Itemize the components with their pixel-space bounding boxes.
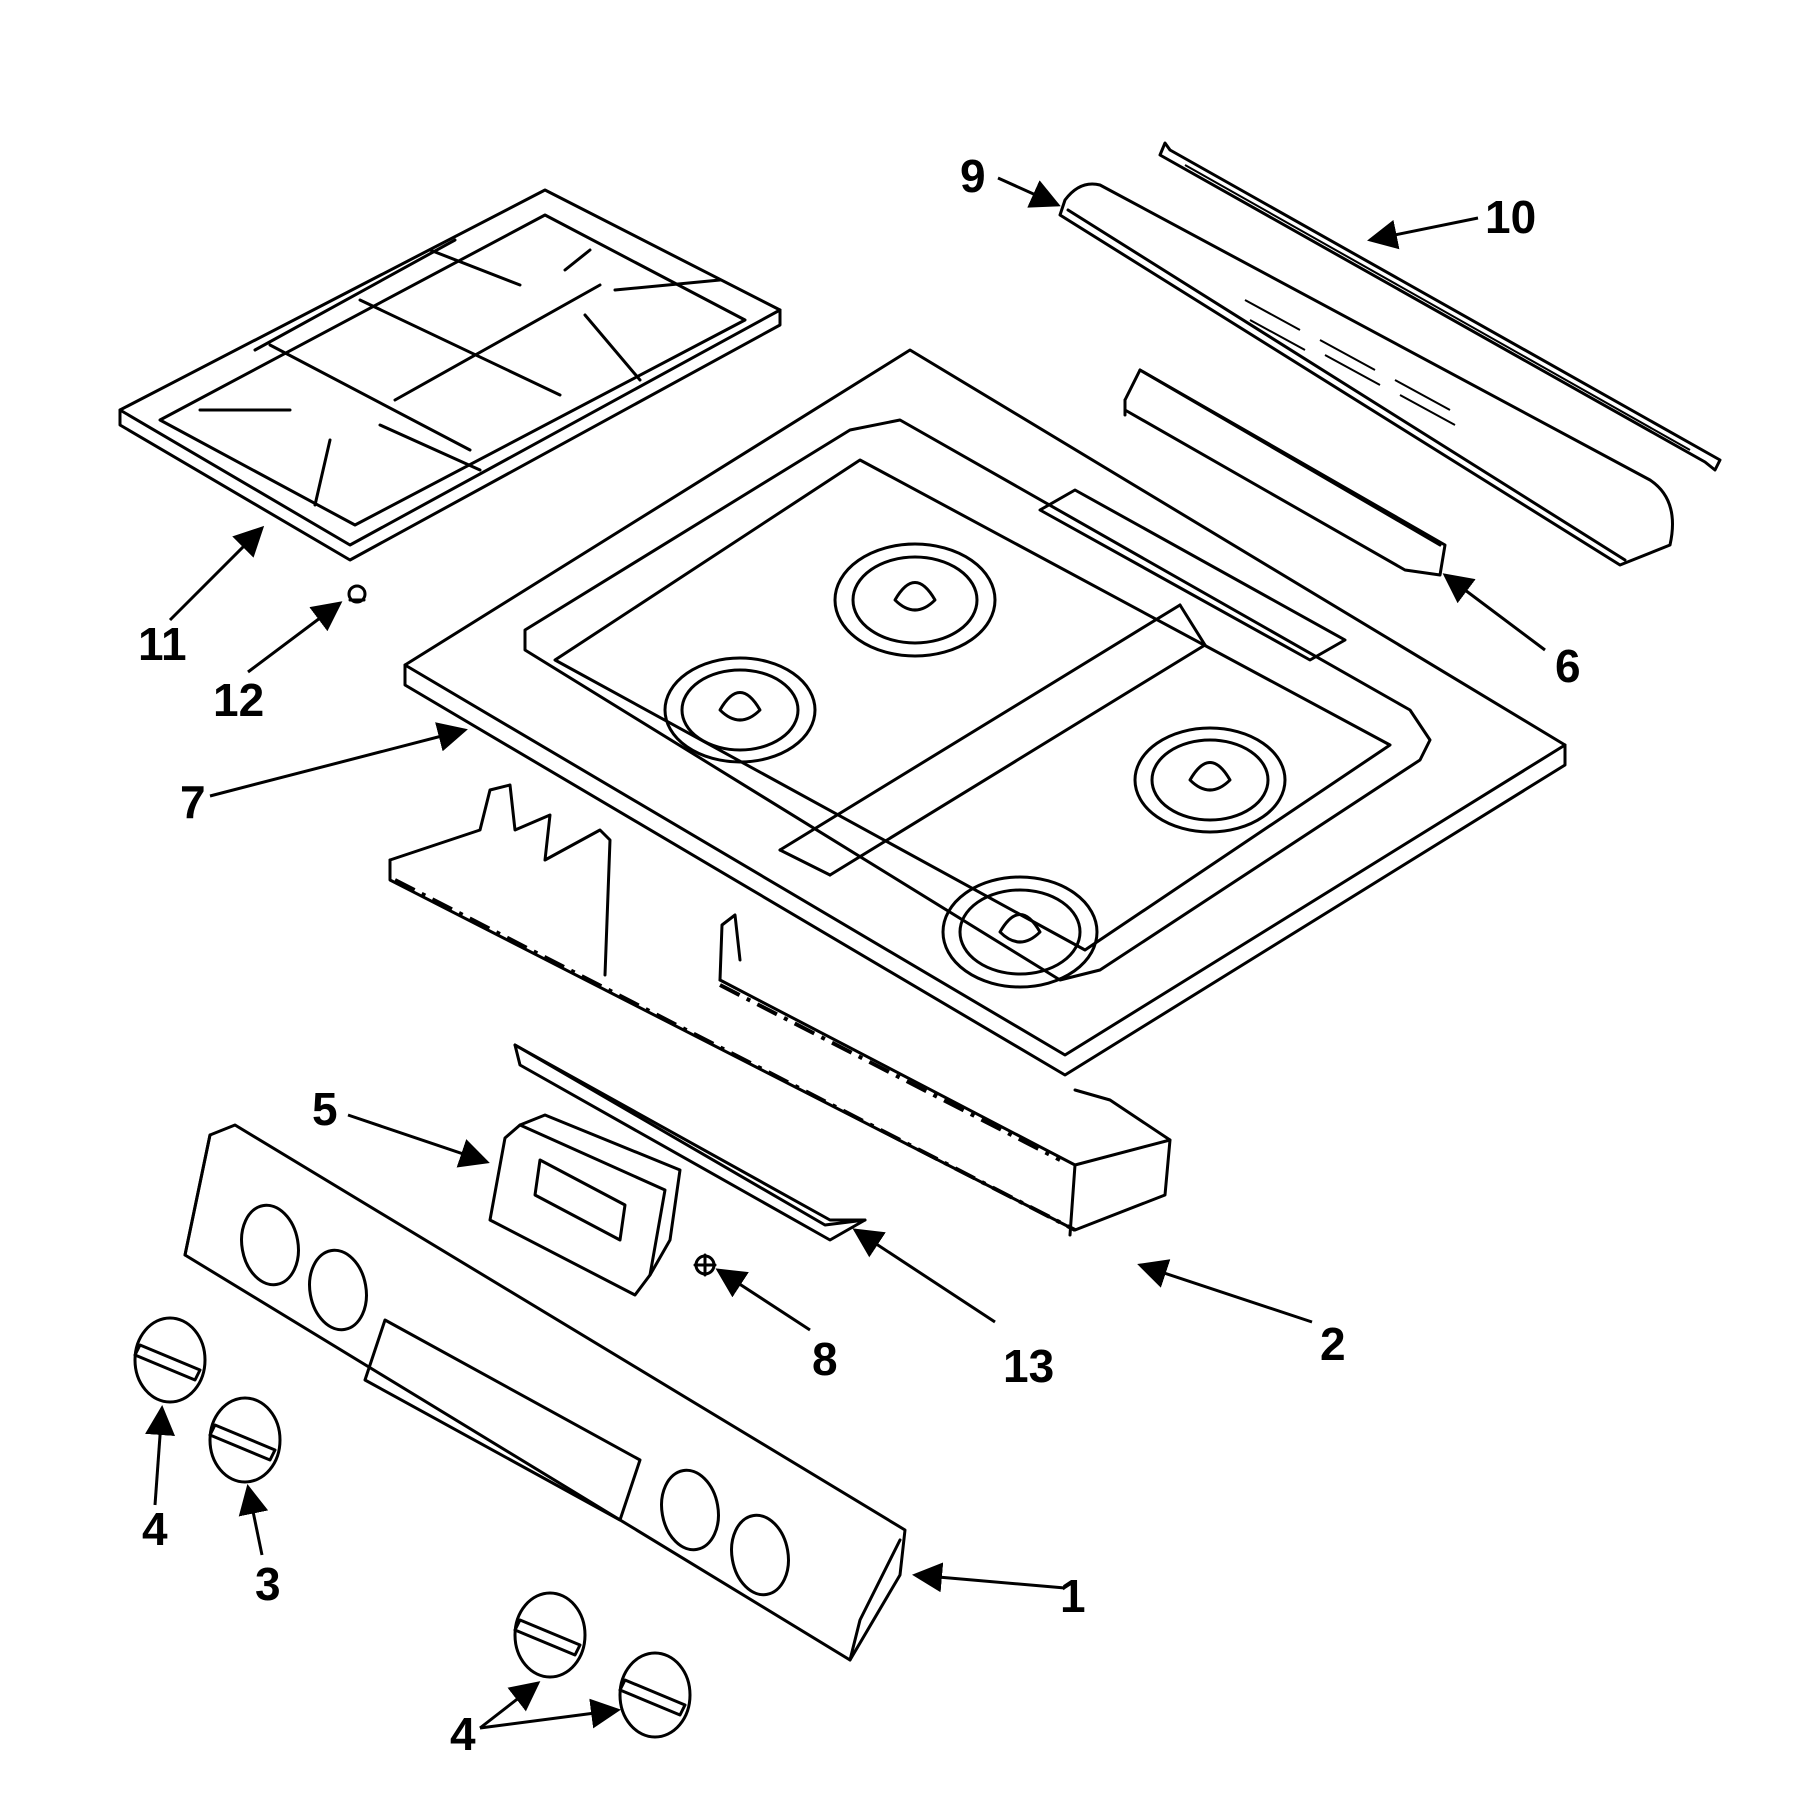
control-panel <box>183 1123 907 1662</box>
heat-shield <box>513 1043 867 1242</box>
leader-2 <box>1137 1259 1313 1324</box>
burner-back-right <box>833 542 997 658</box>
leader-9 <box>997 176 1061 208</box>
callout-12: 12 <box>213 674 264 726</box>
callout-11: 11 <box>138 618 187 670</box>
rear-bracket <box>1123 368 1447 577</box>
leader-13 <box>852 1228 996 1324</box>
leader-6 <box>1442 573 1546 652</box>
rear-vent-trim <box>1058 182 1674 567</box>
burner-front-left <box>941 875 1099 989</box>
callout-4-bottom: 4 <box>450 1708 476 1760</box>
rear-strip <box>1158 141 1722 472</box>
burner-front-right <box>1133 726 1287 834</box>
leader-4b-2 <box>479 1698 621 1730</box>
callout-4-left: 4 <box>142 1503 168 1555</box>
knob-left-lower <box>208 1396 282 1484</box>
leader-12 <box>247 601 343 674</box>
leader-lines <box>145 176 1546 1730</box>
leader-11 <box>168 525 265 622</box>
burner-grate <box>118 188 782 562</box>
leader-1 <box>912 1562 1066 1593</box>
callout-labels: 9 10 6 11 12 7 5 2 13 8 1 4 3 4 <box>138 150 1581 1760</box>
leader-5 <box>347 1113 490 1168</box>
burner-back-left <box>663 656 817 764</box>
cooktop-main-top <box>403 348 1567 1077</box>
leader-7 <box>209 722 468 798</box>
callout-2: 2 <box>1320 1318 1346 1370</box>
callout-8: 8 <box>812 1333 838 1385</box>
leader-4b-1 <box>479 1681 541 1730</box>
leader-3 <box>238 1484 269 1556</box>
leader-8 <box>715 1268 811 1332</box>
screw-small <box>347 584 367 604</box>
callout-13: 13 <box>1003 1340 1054 1392</box>
leader-4a <box>145 1405 176 1506</box>
knob-right-upper <box>513 1591 587 1679</box>
callout-1: 1 <box>1060 1570 1086 1622</box>
knob-right-lower <box>618 1651 692 1739</box>
callout-9: 9 <box>960 150 986 202</box>
callout-10: 10 <box>1485 191 1536 243</box>
callout-5: 5 <box>312 1083 338 1135</box>
timer-module <box>488 1113 682 1297</box>
callout-6: 6 <box>1555 640 1581 692</box>
knob-left-upper <box>133 1316 207 1404</box>
callout-3: 3 <box>255 1558 281 1610</box>
manifold-bracket <box>388 783 1172 1237</box>
callout-7: 7 <box>180 776 206 828</box>
leader-10 <box>1367 216 1479 250</box>
screw-mount <box>693 1253 717 1277</box>
